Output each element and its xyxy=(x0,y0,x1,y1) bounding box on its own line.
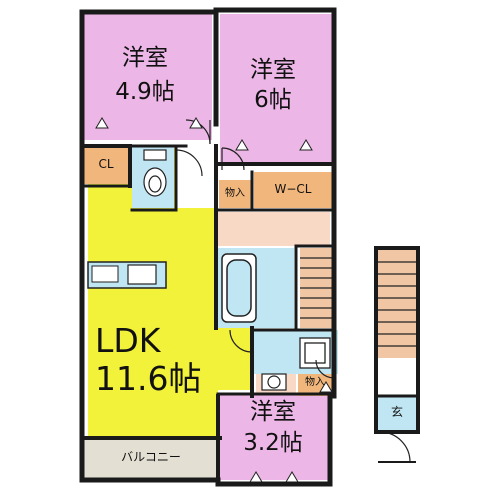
wic-area xyxy=(254,172,332,208)
bedroom-6-area xyxy=(220,14,332,162)
bedroom-4-9-area xyxy=(84,14,212,140)
storage-upper-label: 物入 xyxy=(225,188,245,199)
kitchen-sink xyxy=(127,264,157,285)
stairs-entrance xyxy=(378,250,416,358)
storage-lower-label: 物入 xyxy=(305,377,325,388)
entrance-landing xyxy=(378,358,416,396)
ldk-size: 11.6帖 xyxy=(95,359,202,398)
washbasin xyxy=(299,337,331,369)
entrance-label: 玄 xyxy=(390,405,403,419)
bedroom-3-2-size: 3.2帖 xyxy=(243,430,303,456)
bedroom-3-2-area xyxy=(220,395,328,480)
bedroom-6-name: 洋室 xyxy=(250,57,296,83)
closet-label: CL xyxy=(98,157,114,171)
stairs-main-treads xyxy=(300,257,334,319)
balcony-label: バルコニー xyxy=(121,450,181,464)
kitchen-stove xyxy=(91,265,119,283)
storage-upper-area xyxy=(219,180,251,208)
walls xyxy=(79,7,420,487)
bedroom-4-9-name: 洋室 xyxy=(122,45,168,71)
bedroom-4-9-size: 4.9帖 xyxy=(115,79,175,105)
washing-machine xyxy=(261,373,287,391)
toilet-fixture xyxy=(143,149,167,197)
hall-area xyxy=(218,212,330,246)
closet-area xyxy=(84,148,128,184)
balcony-area xyxy=(84,440,218,478)
entrance-tile-area xyxy=(378,396,416,430)
bathtub xyxy=(221,253,257,323)
window-markers xyxy=(95,117,333,483)
bedroom-6-size: 6帖 xyxy=(254,87,292,113)
stairs-entrance-treads xyxy=(378,261,416,347)
ldk-name: LDK xyxy=(95,321,161,360)
bedroom-3-2-name: 洋室 xyxy=(250,399,296,425)
walk-in-closet-label: W−CL xyxy=(274,182,312,196)
ldk-area xyxy=(88,144,250,436)
